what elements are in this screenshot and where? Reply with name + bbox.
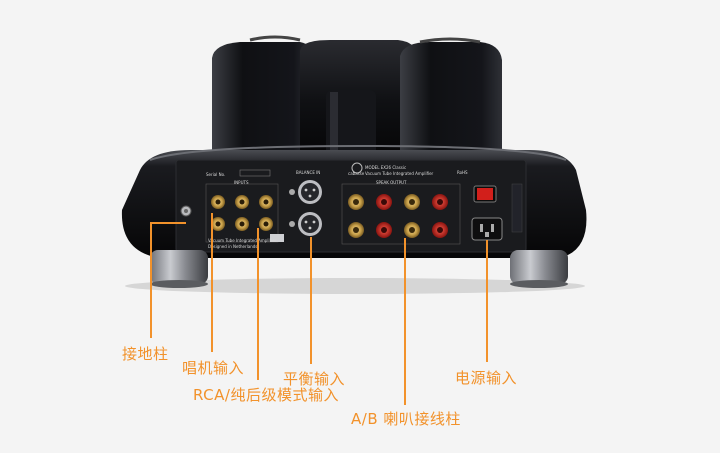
tube-cover (212, 35, 502, 160)
feet (150, 250, 568, 288)
speaker-label: SPEAK OUTPUT (376, 180, 407, 185)
label-phono-input: 唱机输入 (182, 359, 245, 377)
label-balanced-input: 平衡输入 (283, 370, 346, 388)
rca-inputs[interactable] (205, 183, 279, 243)
label-power-input: 电源输入 (455, 369, 518, 387)
brand-logo-icon (351, 162, 363, 174)
brand-text: cabasse (348, 171, 365, 176)
leader-ground-h (150, 222, 186, 224)
rohs-mark: RoHS (457, 170, 468, 175)
leader-balanced (310, 237, 312, 364)
leader-ground (150, 222, 152, 338)
leader-phono (211, 213, 213, 352)
power-section[interactable] (471, 185, 503, 241)
serial-label: Serial No. (206, 172, 226, 177)
inputs-label: INPUTS (234, 180, 249, 185)
ground-post[interactable] (180, 205, 192, 217)
made-line-1: Vacuum Tube Integrated Amplifier (208, 238, 277, 243)
label-speaker-terminals: A/B 喇叭接线柱 (351, 410, 461, 428)
ce-mark (270, 234, 284, 242)
spec-label (511, 183, 523, 233)
model-text: MODEL EX26 Classic (365, 165, 407, 170)
made-line-2: Designed in Netherlands (208, 244, 258, 249)
speaker-terminals[interactable] (341, 183, 461, 245)
label-ground-post: 接地柱 (122, 345, 169, 363)
leader-speaker (404, 238, 406, 405)
leader-power (486, 240, 488, 362)
xlr-inputs[interactable] (289, 180, 322, 236)
leader-rca (257, 228, 259, 380)
subtitle-text: Vacuum Tube Integrated Amplifier (365, 171, 434, 176)
label-rca-input: RCA/纯后级模式输入 (193, 386, 339, 404)
balance-label: BALANCE IN (296, 170, 321, 175)
